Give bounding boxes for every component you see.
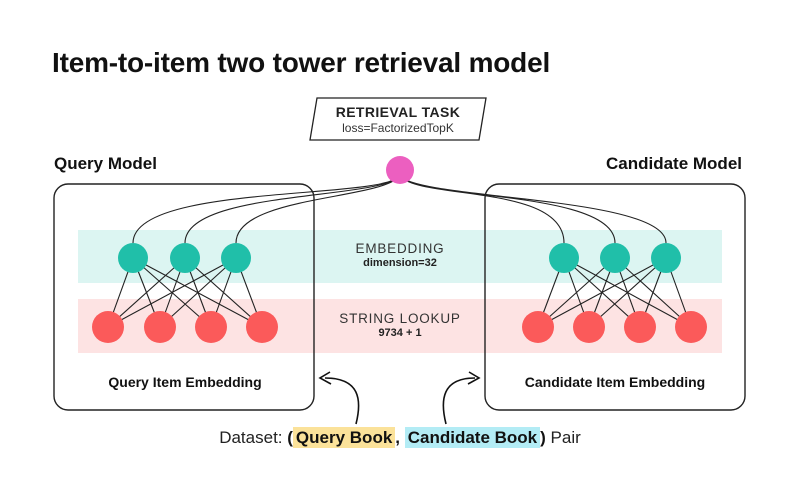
query-lookup-node	[144, 311, 176, 343]
query-dense-edge	[107, 257, 186, 328]
query-lookup-node	[92, 311, 124, 343]
network-nodes	[92, 243, 707, 343]
candidate-lookup-node	[675, 311, 707, 343]
candidate-arrowhead	[467, 371, 481, 385]
string-lookup-layer-detail: 9734 + 1	[378, 327, 422, 339]
query-lookup-node	[246, 311, 278, 343]
embedding-layer-detail: dimension=32	[363, 257, 437, 269]
query-lookup-node	[195, 311, 227, 343]
candidate-arrow	[442, 377, 476, 425]
query-task-edge	[184, 175, 401, 244]
query-task-edge	[235, 175, 401, 244]
query-item-embedding-caption: Query Item Embedding	[108, 374, 262, 390]
query-dense-edge	[107, 257, 237, 328]
query-dense-edge	[159, 257, 237, 328]
retrieval-task-title: RETRIEVAL TASK	[335, 103, 461, 120]
query-model-box	[53, 183, 315, 411]
candidate-book-highlight: Candidate Book	[404, 427, 541, 448]
dataset-caption: Dataset: (Query Book, Candidate Book) Pa…	[0, 427, 800, 448]
query-embedding-node	[170, 243, 200, 273]
retrieval-task-box: RETRIEVAL TASK loss=FactorizedTopK	[309, 97, 487, 141]
query-arrowhead	[318, 371, 332, 385]
query-book-highlight: Query Book	[292, 427, 396, 448]
candidate-embedding-node	[651, 243, 681, 273]
candidate-lookup-node	[624, 311, 656, 343]
candidate-item-embedding-caption: Candidate Item Embedding	[524, 374, 706, 390]
candidate-lookup-node	[522, 311, 554, 343]
candidate-embedding-node	[549, 243, 579, 273]
retrieval-task-node	[386, 156, 414, 184]
retrieval-task-box-outline	[309, 97, 487, 141]
candidate-dense-edge	[588, 257, 667, 328]
string-lookup-layer-title: STRING LOOKUP	[339, 311, 461, 326]
candidate-embedding-node	[600, 243, 630, 273]
candidate-dense-edge	[537, 257, 667, 328]
query-embedding-node	[118, 243, 148, 273]
retrieval-task-loss: loss=FactorizedTopK	[342, 120, 454, 135]
candidate-dense-edge	[537, 257, 616, 328]
page-title: Item-to-item two tower retrieval model	[52, 47, 551, 78]
dataset-suffix: Pair	[545, 428, 581, 447]
candidate-model-box	[484, 183, 746, 411]
embedding-layer-label: EMBEDDING dimension=32	[318, 241, 482, 269]
string-lookup-band	[78, 299, 722, 353]
candidate-lookup-node	[573, 311, 605, 343]
candidate-model-label: Candidate Model	[605, 154, 742, 173]
query-arrow	[324, 377, 360, 425]
dataset-open-paren: (	[287, 428, 293, 447]
dataset-comma: ,	[395, 428, 405, 447]
embedding-layer-title: EMBEDDING	[355, 241, 445, 256]
query-model-label: Query Model	[54, 154, 157, 173]
candidate-task-edge	[399, 175, 667, 244]
dataset-prefix: Dataset:	[219, 428, 288, 447]
query-embedding-node	[221, 243, 251, 273]
query-task-edge	[132, 175, 401, 244]
string-lookup-layer-label: STRING LOOKUP 9734 + 1	[318, 311, 482, 339]
dataset-close-paren: )	[540, 428, 546, 447]
